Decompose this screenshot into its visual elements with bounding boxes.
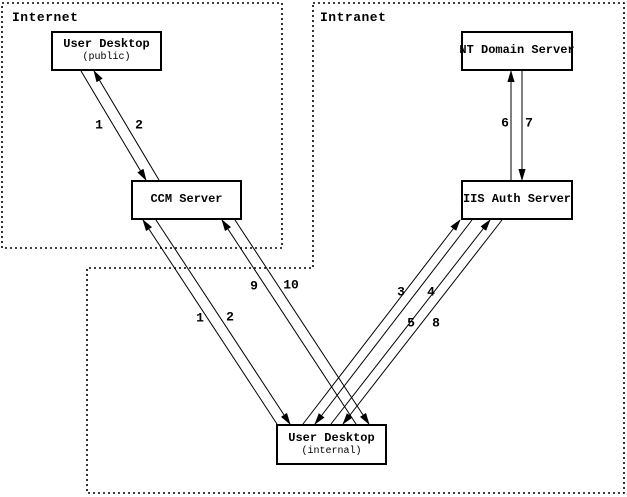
node-user-desktop-public: User Desktop (public) [51,31,162,71]
flow-label-2-lower: 2 [226,309,234,325]
flow-label-1-lower: 1 [196,310,204,326]
arrow-flow-4-iis-to-internal [314,219,473,425]
flow-label-2-upper: 2 [135,117,143,133]
intranet-zone-label: Intranet [320,10,387,25]
arrow-flow-1-internal-to-ccm [142,219,278,425]
node-title: IIS Auth Server [462,192,572,207]
flow-label-5: 5 [407,315,415,331]
arrow-flow-3-internal-to-iis [302,219,461,425]
node-iis-auth-server: IIS Auth Server [461,180,573,220]
node-subtitle: (public) [82,52,131,64]
flow-label-4: 4 [427,284,435,300]
flow-label-3: 3 [397,284,405,300]
node-user-desktop-internal: User Desktop (internal) [276,424,387,465]
node-title: NT Domain Server [459,43,575,58]
node-title: User Desktop [288,430,375,445]
node-title: User Desktop [63,37,150,52]
arrow-flow-2-ccm-to-public [93,70,160,181]
node-subtitle: (internal) [301,445,362,457]
node-nt-domain-server: NT Domain Server [459,31,575,71]
arrow-flow-2-ccm-to-internal [155,219,291,425]
flow-label-1-upper: 1 [95,117,103,133]
arrow-flow-1-public-to-ccm [80,70,147,181]
node-ccm-server: CCM Server [131,180,242,220]
internet-zone-label: Internet [12,10,79,25]
flow-label-7: 7 [525,115,533,131]
arrow-flow-8-iis-to-internal [342,219,503,425]
arrow-flow-5-internal-to-iis [330,219,491,425]
node-title: CCM Server [150,192,223,207]
intranet-zone-border [86,2,625,494]
flow-label-6: 6 [501,115,509,131]
flow-label-8: 8 [432,315,440,331]
flow-label-9: 9 [250,278,258,294]
arrow-flow-10-ccm-to-internal [234,219,370,425]
internet-zone-border [1,2,283,249]
arrow-flow-9-internal-to-ccm [221,219,357,425]
flow-label-10: 10 [283,277,299,293]
